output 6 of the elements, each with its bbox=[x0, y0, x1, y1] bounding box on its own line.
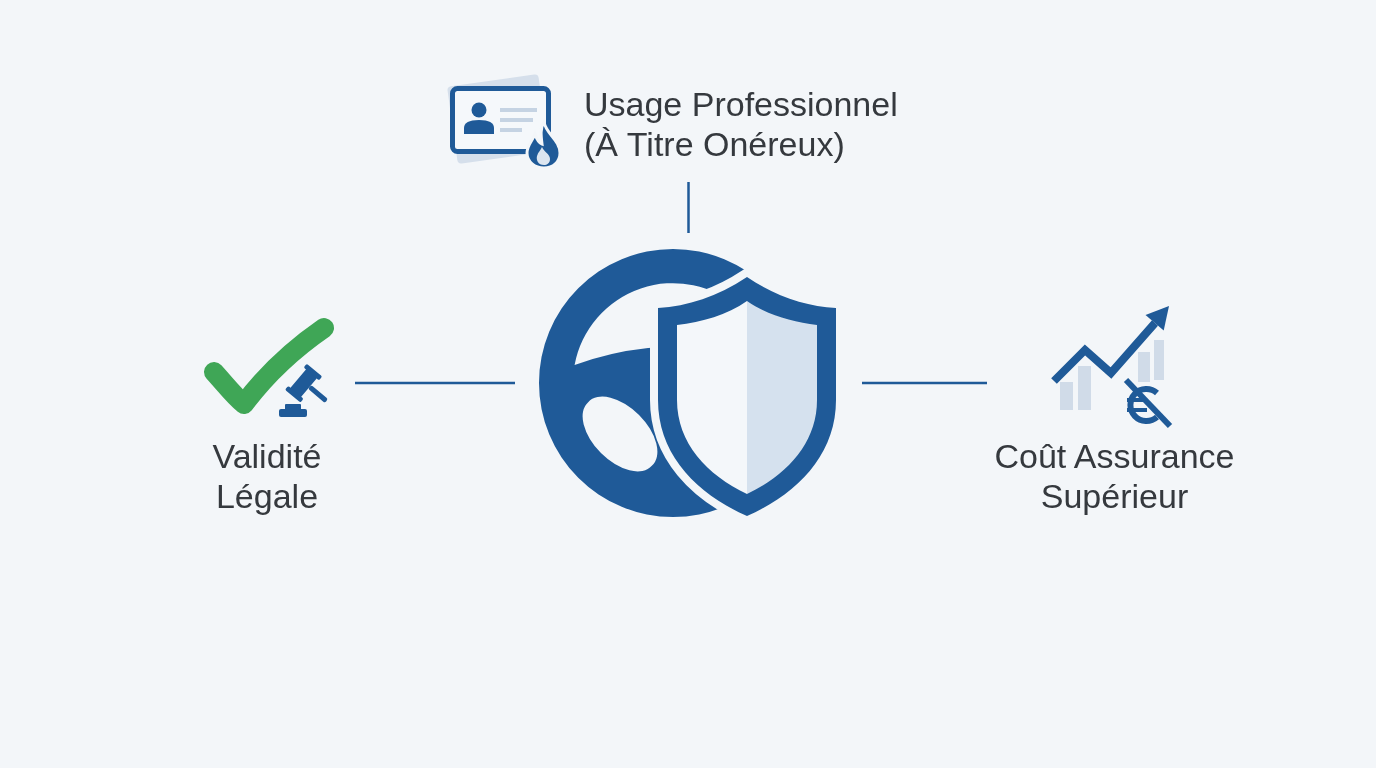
connector-line bbox=[687, 182, 690, 233]
connector-line bbox=[355, 381, 515, 385]
connector-line bbox=[862, 381, 987, 385]
node-label: Usage Professionnel (À Titre Onéreux) bbox=[584, 84, 899, 164]
node-label: Coût Assurance Supérieur bbox=[993, 436, 1236, 516]
node-label: Validité Légale bbox=[211, 436, 323, 516]
